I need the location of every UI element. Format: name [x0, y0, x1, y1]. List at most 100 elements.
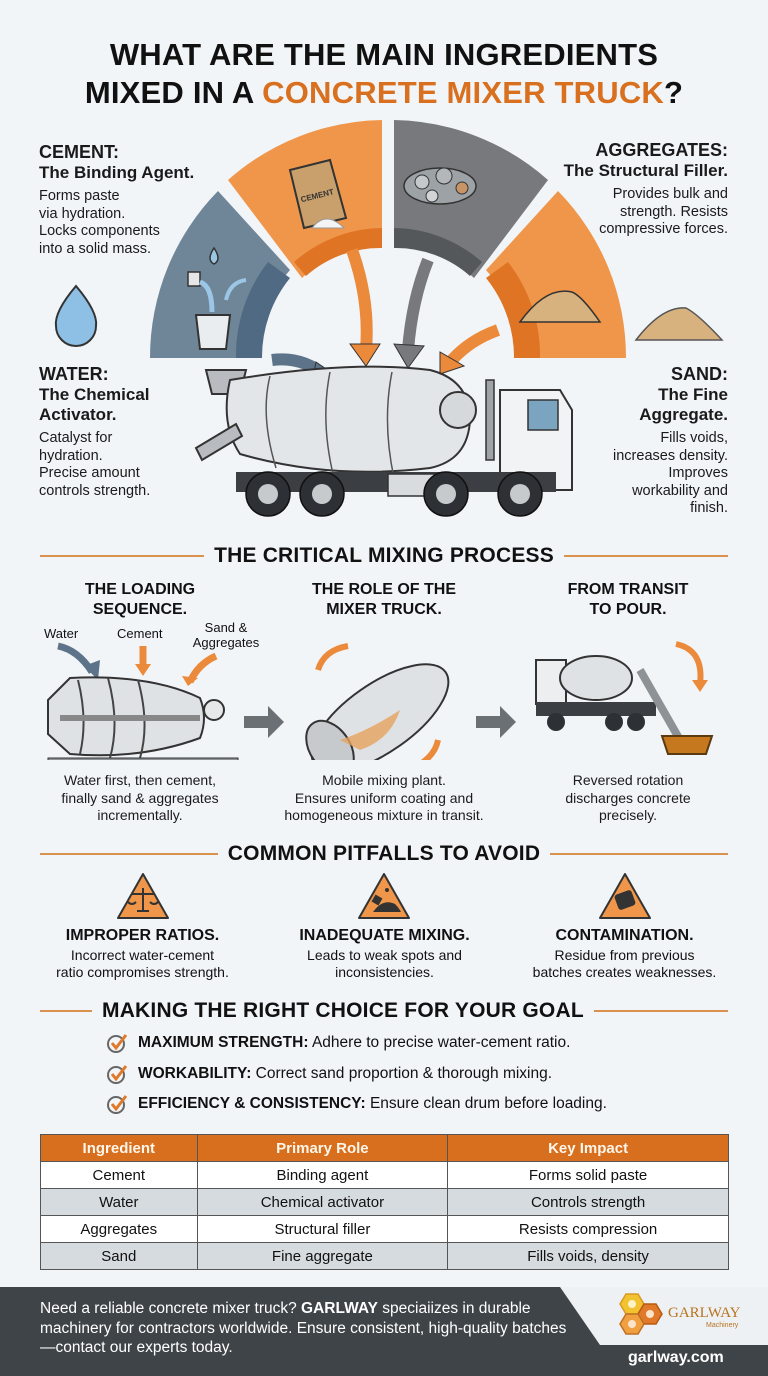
aggregates-subtitle: The Structural Filler.: [563, 161, 728, 180]
process-heading-text: THE CRITICAL MIXING PROCESS: [214, 544, 554, 567]
title-suffix: ?: [664, 75, 684, 110]
ingredients-table: Ingredient Primary Role Key Impact Cemen…: [40, 1134, 729, 1270]
check-circle-icon: [107, 1095, 128, 1114]
title-line-2: MIXED IN A CONCRETE MIXER TRUCK?: [0, 74, 768, 112]
pouring-truck-icon: [535, 641, 714, 755]
contamination-warning-icon: [599, 873, 651, 919]
sand-pile-icon: [518, 290, 602, 323]
title-line-1: WHAT ARE THE MAIN INGREDIENTS: [109, 37, 659, 72]
choice-label: EFFICIENCY & CONSISTENCY:: [138, 1095, 366, 1112]
cement-name: CEMENT:: [39, 142, 119, 162]
choice-text: Correct sand proportion & thorough mixin…: [255, 1065, 553, 1082]
choices-heading-text: MAKING THE RIGHT CHOICE FOR YOUR GOAL: [102, 999, 584, 1022]
water-bucket-icon: [187, 246, 247, 350]
choice-item: MAXIMUM STRENGTH: Adhere to precise wate…: [106, 1032, 570, 1054]
table-cell: Fills voids, density: [447, 1242, 729, 1270]
process-col-2-desc: Mobile mixing plant.Ensures uniform coat…: [284, 772, 484, 823]
water-subtitle: The Chemical Activator.: [39, 385, 150, 424]
logo-tagline: Machinery: [706, 1322, 739, 1329]
process-illustrations: [47, 641, 714, 760]
loading-drum-icon: [47, 642, 239, 760]
aggregates-segment: [394, 120, 548, 278]
logo-name: GARLWAY: [668, 1305, 741, 1321]
pitfalls-heading: COMMON PITFALLS TO AVOID: [40, 842, 729, 866]
sand-name: SAND:: [671, 364, 728, 384]
divider: [550, 853, 729, 855]
choice-label: WORKABILITY:: [138, 1065, 252, 1082]
column-header: Key Impact: [447, 1134, 729, 1162]
cement-bag-icon: CEMENT: [288, 158, 348, 230]
table-row: Water Chemical activator Controls streng…: [40, 1188, 729, 1216]
label-sand-aggregates: Sand &Aggregates: [192, 620, 260, 650]
page-title: WHAT ARE THE MAIN INGREDIENTS MIXED IN A…: [0, 36, 768, 112]
column-header: Ingredient: [40, 1134, 198, 1162]
cement-subtitle: The Binding Agent.: [39, 163, 195, 182]
title-accent: CONCRETE MIXER TRUCK: [262, 75, 664, 110]
choice-item: WORKABILITY: Correct sand proportion & t…: [106, 1063, 552, 1085]
pitfalls-heading-text: COMMON PITFALLS TO AVOID: [227, 842, 541, 865]
process-heading: THE CRITICAL MIXING PROCESS: [40, 544, 728, 568]
table-cell: Structural filler: [196, 1215, 449, 1243]
cement-info: CEMENT: The Binding Agent. Forms paste v…: [39, 142, 194, 258]
process-arrow-1: [244, 706, 284, 738]
table-cell: Forms solid paste: [447, 1161, 729, 1189]
table-row: Sand Fine aggregate Fills voids, density: [40, 1242, 729, 1270]
table-cell: Water: [40, 1188, 198, 1216]
process-col-1-desc: Water first, then cement,finally sand & …: [61, 772, 219, 823]
table-cell: Sand: [40, 1242, 198, 1270]
label-cement: Cement: [117, 626, 163, 641]
aggregates-info: AGGREGATES: The Structural Filler. Provi…: [498, 140, 728, 239]
garlway-logo-icon: [619, 1293, 663, 1335]
logo-panel: [560, 1287, 768, 1345]
table-header-row: Ingredient Primary Role Key Impact: [40, 1134, 729, 1162]
table-cell: Resists compression: [447, 1215, 729, 1243]
divider: [593, 1010, 728, 1012]
choice-text: Adhere to precise water-cement ratio.: [311, 1034, 571, 1051]
pitfall-2-title: INADEQUATE MIXING.: [299, 927, 470, 944]
pitfall-1-title: IMPROPER RATIOS.: [65, 927, 220, 944]
check-circle-icon: [107, 1034, 128, 1053]
choice-text: Ensure clean drum before loading.: [369, 1095, 607, 1112]
choice-item: EFFICIENCY & CONSISTENCY: Ensure clean d…: [106, 1093, 607, 1115]
table-cell: Chemical activator: [196, 1188, 449, 1216]
pitfall-3-title: CONTAMINATION.: [555, 927, 694, 944]
process-arrow-2: [476, 706, 516, 738]
table-row: Aggregates Structural filler Resists com…: [40, 1215, 729, 1243]
water-desc: Catalyst for hydration. Precise amount c…: [39, 430, 151, 499]
water-info: WATER: The Chemical Activator. Catalyst …: [39, 364, 150, 500]
gravel-icon: [403, 167, 477, 205]
table-cell: Controls strength: [447, 1188, 729, 1216]
aggregates-desc: Provides bulk and strength. Resists comp…: [599, 186, 728, 237]
check-circle-icon: [107, 1065, 128, 1084]
sand-subtitle: The Fine Aggregate.: [639, 385, 728, 424]
label-water: Water: [44, 626, 79, 641]
footer-text: Need a reliable concrete mixer truck? GA…: [40, 1300, 567, 1356]
choice-label: MAXIMUM STRENGTH:: [138, 1034, 309, 1051]
choices-heading: MAKING THE RIGHT CHOICE FOR YOUR GOAL: [40, 999, 728, 1023]
scale-warning-icon: [117, 873, 169, 919]
title-prefix: MIXED IN A: [84, 75, 263, 110]
table-row: Cement Binding agent Forms solid paste: [40, 1161, 729, 1189]
footer-brand: GARLWAY: [301, 1300, 378, 1317]
divider: [40, 1010, 92, 1012]
mixer-truck-illustration: [194, 365, 573, 517]
table-cell: Binding agent: [196, 1161, 449, 1189]
water-segment: [149, 191, 290, 358]
water-drop-icon: [54, 284, 98, 347]
website-link[interactable]: garlway.com: [628, 1349, 724, 1366]
table-cell: Cement: [40, 1161, 198, 1189]
sand-desc: Fills voids, increases density. Improves…: [613, 430, 728, 516]
column-header: Primary Role: [196, 1134, 449, 1162]
mixer-drum-icon: [305, 643, 450, 760]
table-cell: Aggregates: [40, 1215, 198, 1243]
water-name: WATER:: [39, 364, 109, 384]
divider: [563, 555, 728, 557]
table-cell: Fine aggregate: [196, 1242, 449, 1270]
